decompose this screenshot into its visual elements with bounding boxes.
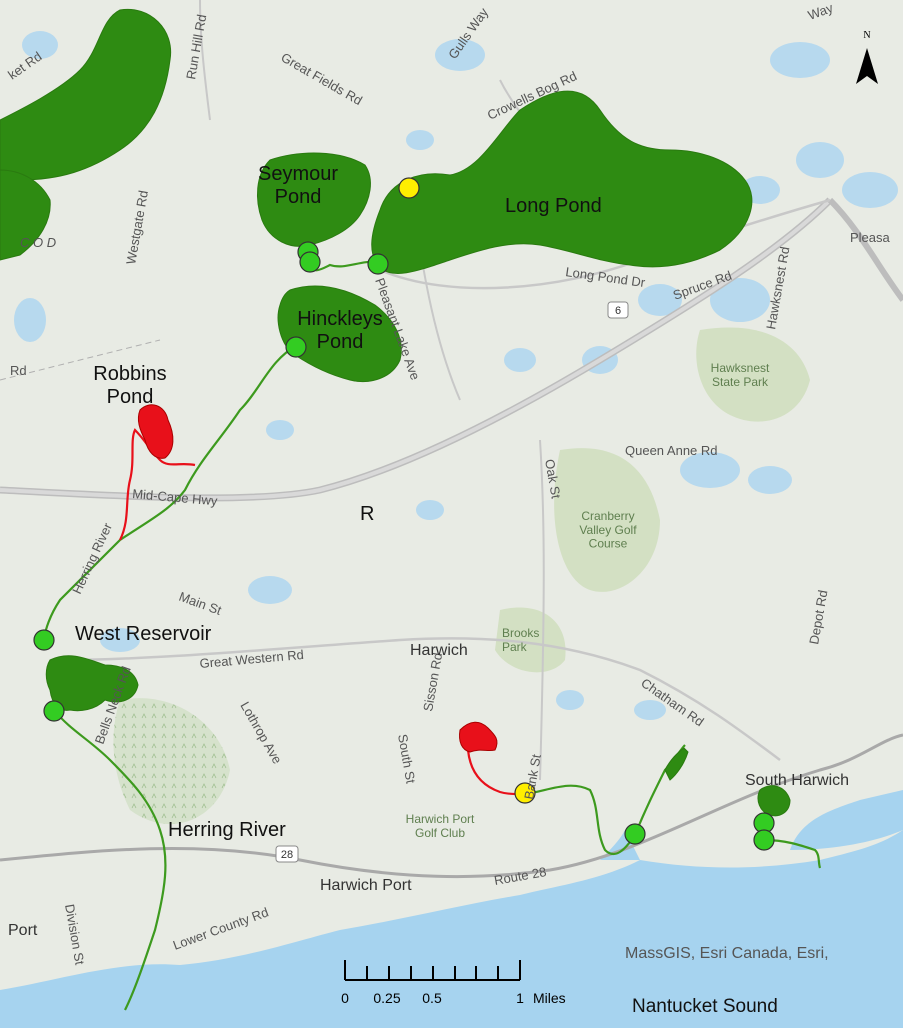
label-oak: Oak St (542, 458, 564, 500)
label-line: State Park (712, 375, 769, 389)
point-green-westres-north (33, 629, 55, 651)
label-queen-anne: Queen Anne Rd (625, 443, 718, 458)
point-green-southharwich-b (753, 829, 775, 851)
label-line: Harwich Port (406, 812, 475, 826)
label-west-reservoir: West Reservoir (75, 623, 212, 645)
label-line: Pond (107, 386, 154, 408)
label-mid-cape: Mid-Cape Hwy (132, 486, 219, 508)
pond-robbins (137, 404, 174, 459)
label-line: Cranberry (581, 509, 634, 523)
route-28-label: 28 (281, 849, 293, 861)
attribution: MassGIS, Esri Canada, Esri, (625, 945, 829, 962)
point-green-seymour-b (299, 251, 321, 273)
scale-tick-1: 1 (516, 990, 524, 1006)
route-6-shield: 6 (607, 301, 629, 319)
roads (0, 0, 903, 879)
point-green-hinckleys (285, 336, 307, 358)
pond-west-edge (0, 169, 51, 261)
place-labels: Harwich Harwich Port South Harwich Port … (8, 361, 849, 939)
label-nantucket-sound: Nantucket Sound (632, 996, 778, 1017)
pond-long (371, 90, 753, 274)
label-line: Valley Golf (579, 523, 637, 537)
label-cod: C O D (20, 235, 56, 250)
point-green-harbor (624, 823, 646, 845)
pond-seymour (257, 152, 371, 247)
pond-west-reservoir (45, 655, 139, 712)
label-rd-fragment: Rd (10, 363, 27, 378)
marsh-area (113, 698, 230, 825)
label-long-pond: Long Pond (505, 195, 602, 217)
sample-points (33, 177, 775, 851)
scale-tick-05: 0.5 (422, 990, 442, 1006)
ponds-red (137, 404, 498, 753)
point-green-westres-south (43, 700, 65, 722)
label-line: Seymour (258, 163, 338, 185)
scale-bar (344, 960, 521, 981)
north-arrow-icon (856, 48, 878, 84)
scale-tick-0: 0 (341, 990, 349, 1006)
pond-bank-st (664, 747, 689, 781)
label-line: Course (589, 537, 628, 551)
hawksnest-park (696, 327, 810, 422)
pond-south-harwich (757, 785, 791, 817)
label-line: Hinckleys (297, 308, 383, 330)
pond-northwest (0, 8, 172, 183)
label-pleasant: Pleasa (850, 230, 891, 245)
label-harwich-port: Harwich Port (320, 877, 412, 894)
cranberry-valley-park (554, 448, 660, 592)
label-line: Golf Club (415, 826, 465, 840)
label-line: Robbins (93, 363, 166, 385)
nantucket-sound-water (0, 830, 903, 1028)
label-herring-river: Herring River (168, 819, 286, 841)
label-line: Hawksnest (711, 361, 770, 375)
pond-hinckleys (277, 285, 402, 383)
route-6-label: 6 (615, 305, 621, 317)
label-line: Pond (317, 331, 364, 353)
ponds-green (0, 8, 791, 817)
point-green-longpond (367, 253, 389, 275)
scale-tick-025: 0.25 (373, 990, 400, 1006)
label-port: Port (8, 922, 38, 939)
label-r-marker: R (360, 503, 374, 525)
label-harwich: Harwich (410, 642, 468, 659)
pond-sisson (459, 721, 498, 753)
north-arrow: N (856, 30, 878, 84)
label-line: Pond (275, 186, 322, 208)
label-line: Brooks (502, 626, 539, 640)
label-south-harwich: South Harwich (745, 772, 849, 789)
point-yellow-longpond (398, 177, 420, 199)
route-28-shield: 28 (275, 845, 299, 863)
scale-unit: Miles (533, 990, 566, 1006)
brooks-park-area (495, 607, 566, 673)
east-harbor (790, 790, 903, 850)
label-line: Park (502, 640, 528, 654)
north-arrow-label: N (863, 30, 870, 41)
point-yellow-bankst (514, 782, 536, 804)
